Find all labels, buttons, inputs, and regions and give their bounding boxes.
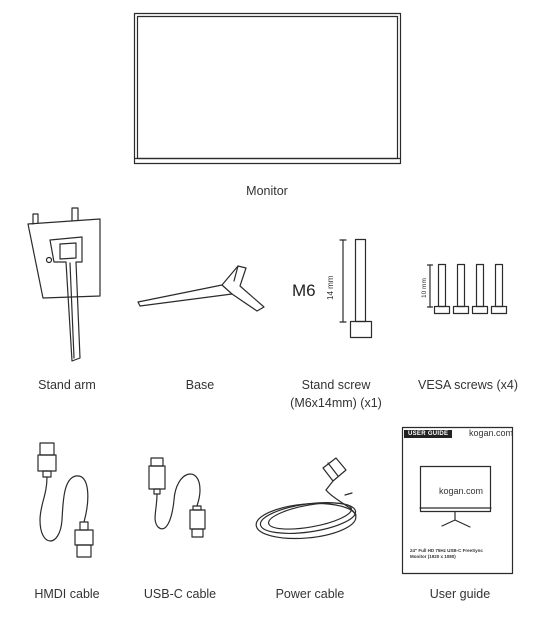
monitor-illustration (133, 12, 402, 165)
base-label: Base (185, 378, 215, 392)
stand-screw-illustration: 14 mm (326, 238, 373, 339)
usbc-cable-illustration (148, 457, 206, 538)
stand-screw-label: Stand screw (301, 378, 371, 392)
base-illustration (137, 265, 265, 312)
vesa-screw (433, 263, 451, 315)
hdmi-cable-illustration (37, 442, 94, 558)
stand-screw-spec: (M6x14mm) (x1) (290, 396, 382, 410)
power-cable-illustration (255, 457, 357, 540)
vesa-screw (471, 263, 489, 315)
user-guide-cover-desc: 24" Full HD 75Hz USB-C FreeSync Monitor … (410, 548, 483, 559)
monitor-label: Monitor (246, 184, 288, 198)
user-guide-label: User guide (429, 587, 491, 601)
vesa-screw (490, 263, 508, 315)
power-cable-label: Power cable (275, 587, 345, 601)
user-guide-cover-tag: USER GUIDE (404, 430, 453, 438)
vesa-screw (452, 263, 470, 315)
hdmi-cable-label: HMDI cable (34, 587, 100, 601)
vesa-length-label: 10 mm (421, 278, 428, 298)
stand-arm-illustration (27, 207, 101, 362)
vesa-screws-illustration: 10 mm (421, 263, 508, 315)
screw-length-label: 14 mm (326, 275, 335, 300)
user-guide-illustration (401, 426, 514, 575)
user-guide-screen-brand: kogan.com (439, 486, 484, 496)
user-guide-cover-brand: kogan.com (469, 428, 514, 438)
usbc-cable-label: USB-C cable (143, 587, 217, 601)
stand-arm-label: Stand arm (38, 378, 96, 392)
vesa-screws-label: VESA screws (x4) (417, 378, 519, 392)
screw-size-tag: M6 (292, 281, 316, 300)
